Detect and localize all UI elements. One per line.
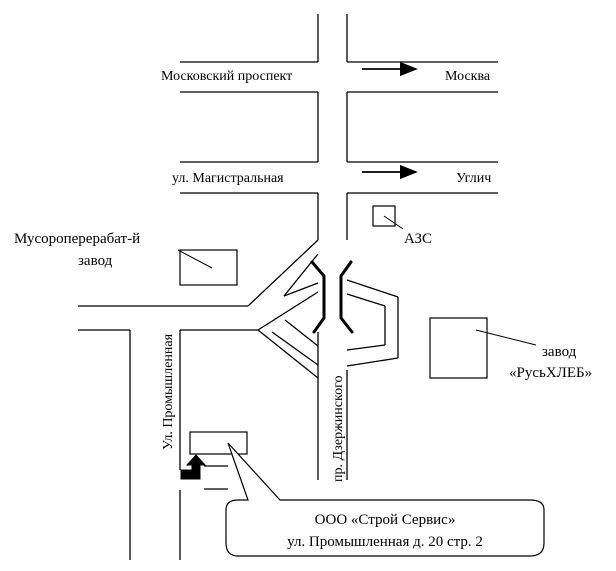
magistralnaya-label: ул. Магистральная xyxy=(172,171,284,186)
waste-plant-label-line1: Мусороперерабат-й xyxy=(14,231,140,247)
main-vertical-road xyxy=(317,14,348,240)
waste-plant-pointer xyxy=(177,249,213,269)
company-name: ООО «Строй Сервис» xyxy=(315,512,456,528)
bakery-pointer xyxy=(475,329,537,346)
address-callout xyxy=(225,442,545,557)
uglich-label: Углич xyxy=(456,171,491,186)
magistralnaya-road xyxy=(180,161,498,194)
moskovsky-prospekt-label: Московский проспект xyxy=(161,69,292,84)
bakery-label-line1: завод xyxy=(542,344,577,360)
bakery-label-line2: «РусьХЛЕБ» xyxy=(509,365,592,381)
office-building xyxy=(189,431,248,455)
bakery-building xyxy=(429,317,488,379)
company-address: ул. Промышленная д. 20 стр. 2 xyxy=(287,534,483,550)
moskovsky-prospekt-road xyxy=(180,61,498,93)
waste-plant-label-line2: завод xyxy=(78,253,113,269)
gas-station-label: АЗС xyxy=(404,231,432,247)
dzerzhinskogo-road xyxy=(317,332,348,480)
interchange xyxy=(247,239,399,379)
promyshlennaya-label: Ул. Промышленная xyxy=(161,333,176,450)
moskva-label: Москва xyxy=(445,69,491,84)
route-arrow xyxy=(180,454,207,480)
gas-station-pointer xyxy=(383,215,404,230)
dzerzhinskogo-label: пр. Дзержинского xyxy=(331,376,346,483)
western-road xyxy=(78,305,258,560)
